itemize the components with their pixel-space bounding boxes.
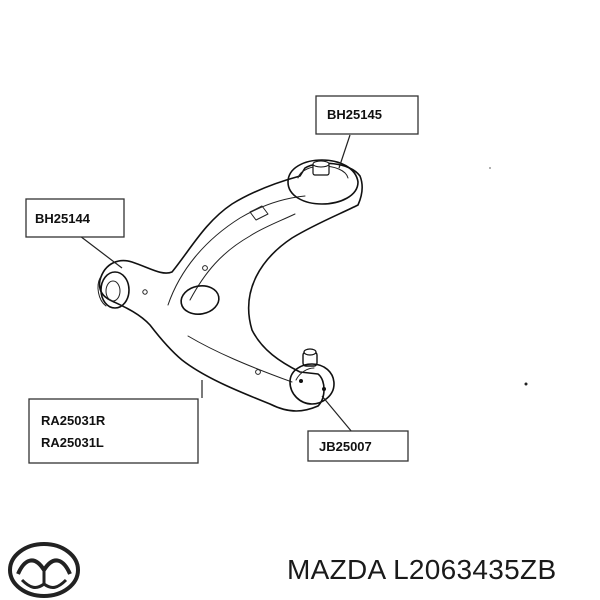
callout-arm-right-label: RA25031R: [41, 413, 106, 428]
front-bushing: [97, 271, 130, 309]
leader-ball-joint: [321, 395, 353, 433]
brand-name: MAZDA: [287, 554, 385, 585]
control-arm-drawing: [97, 159, 528, 412]
callout-upper-bushing: BH25145: [315, 95, 419, 135]
ball-joint: [289, 348, 335, 405]
leader-upper-bushing: [338, 134, 351, 169]
leader-front-bushing: [79, 235, 123, 269]
rear-bushing: [287, 159, 359, 205]
callout-front-bushing-label: BH25144: [35, 211, 91, 226]
callout-arm-left-label: RA25031L: [41, 435, 104, 450]
callout-arm: RA25031R RA25031L: [28, 398, 199, 464]
callout-front-bushing: BH25144: [25, 198, 125, 238]
callout-ball-joint: JB25007: [307, 430, 409, 462]
callout-ball-joint-label: JB25007: [319, 439, 372, 454]
part-number: L2063435ZB: [393, 554, 557, 585]
mazda-logo-icon: [8, 542, 80, 598]
part-caption: MAZDA L2063435ZB: [287, 554, 556, 586]
callout-upper-bushing-label: BH25145: [327, 107, 382, 122]
